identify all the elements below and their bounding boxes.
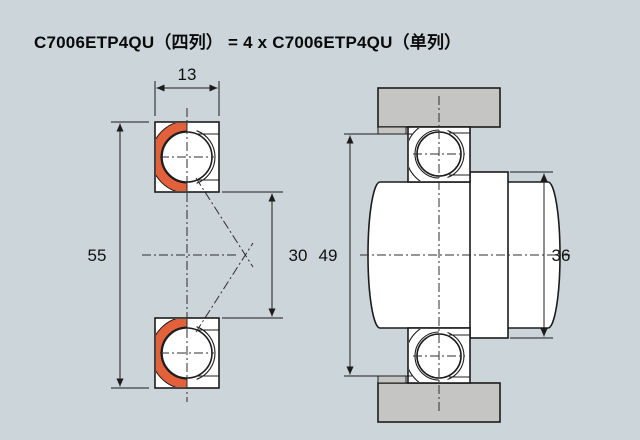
dim-label-shaft-shoulder: 36 — [552, 246, 571, 265]
housing-shoulder-bottom — [377, 375, 407, 384]
left-view-single-bearing: 13 55 30 — [88, 65, 308, 402]
cage — [156, 123, 188, 191]
cage — [156, 319, 188, 387]
dim-label-od: 55 — [88, 246, 107, 265]
centerlines-left — [142, 108, 254, 402]
raceway-arc — [196, 130, 216, 184]
dim-label-width: 13 — [178, 65, 197, 84]
contact-angle-line — [195, 242, 254, 333]
contact-angle-line — [195, 177, 254, 268]
housing-shoulder-top — [377, 126, 407, 135]
dim-shaft-shoulder: 36 — [510, 171, 571, 339]
centerlines-right — [360, 96, 570, 414]
dim-label-housing-shoulder: 49 — [319, 246, 338, 265]
dim-outer-diameter: 55 — [88, 121, 149, 389]
dim-width: 13 — [154, 65, 220, 116]
ball — [161, 131, 213, 183]
dim-housing-shoulder: 49 — [319, 133, 412, 377]
page-title: C7006ETP4QU（四列） = 4 x C7006ETP4QU（单列） — [34, 33, 462, 52]
raceway-arc — [447, 129, 465, 179]
dim-label-bore: 30 — [289, 246, 308, 265]
dim-bore: 30 — [222, 191, 308, 319]
raceway-arc — [196, 326, 216, 380]
raceway-arc — [447, 331, 465, 381]
right-view-mounted-bearing: 49 36 — [319, 87, 571, 423]
